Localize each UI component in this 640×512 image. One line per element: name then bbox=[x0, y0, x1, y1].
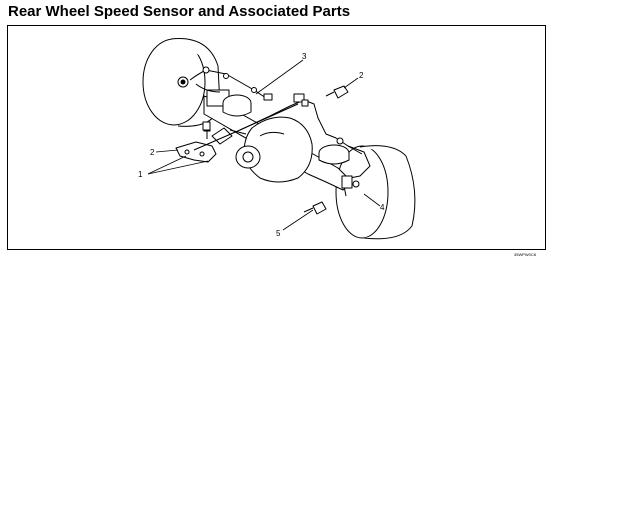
callout-5: 5 bbox=[276, 229, 281, 238]
callout-3: 3 bbox=[302, 52, 307, 61]
sensor-bolt-left bbox=[202, 121, 211, 131]
left-wheel-drum bbox=[142, 38, 221, 127]
page-title: Rear Wheel Speed Sensor and Associated P… bbox=[8, 3, 351, 20]
axle-housing bbox=[203, 89, 353, 191]
figure-code: 35WPW0C8 bbox=[514, 252, 537, 257]
axle-brake-line bbox=[193, 93, 363, 155]
sensor-bolt-upper-right bbox=[325, 85, 349, 99]
left-sensor-harness bbox=[189, 66, 273, 101]
callout-4: 4 bbox=[380, 203, 385, 212]
bracket-bolt-lower bbox=[303, 201, 327, 215]
callout-2-left: 2 bbox=[150, 148, 155, 157]
callout-2-right: 2 bbox=[359, 71, 364, 80]
callout-1: 1 bbox=[138, 170, 143, 179]
right-sensor-harness bbox=[341, 145, 371, 197]
rear-axle-diagram: 3 2 2 1 4 5 bbox=[138, 38, 416, 240]
right-wheel-drum bbox=[335, 145, 416, 240]
diagram-frame: 3 2 2 1 4 5 bbox=[7, 25, 546, 250]
